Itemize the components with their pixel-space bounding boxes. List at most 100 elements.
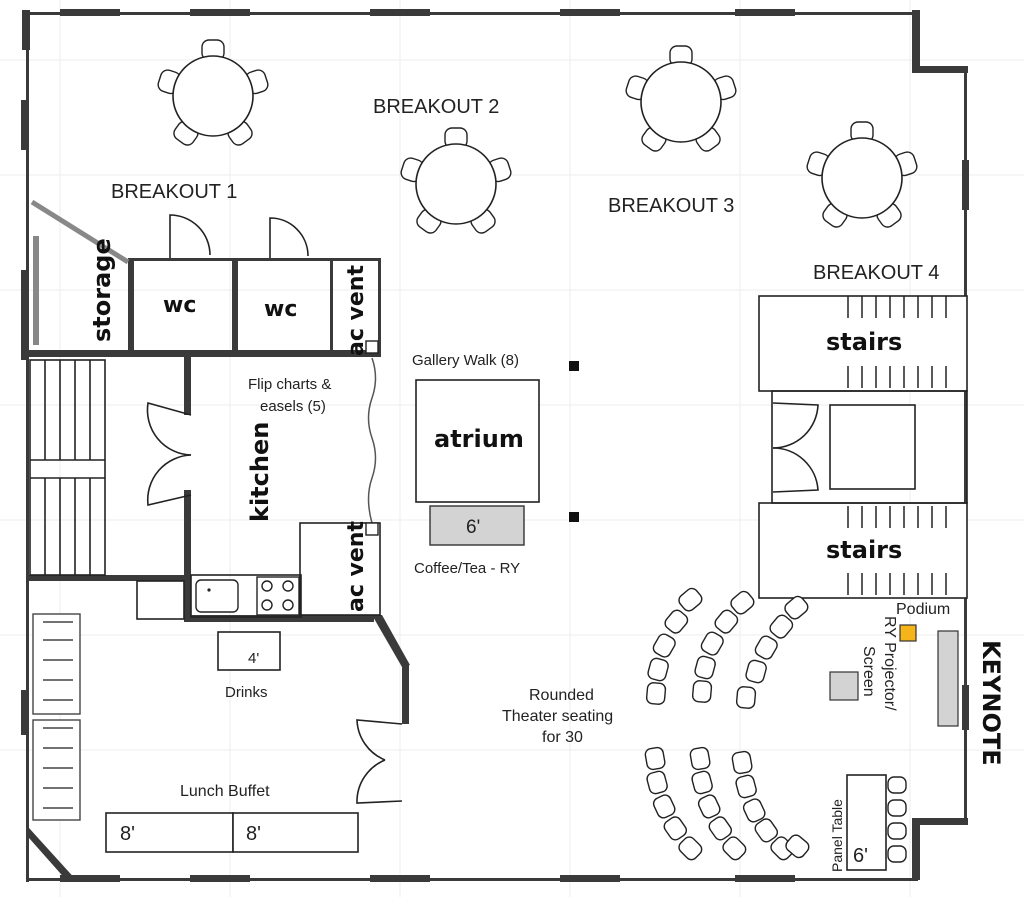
easel-marker: [569, 361, 579, 371]
keynote-label: KEYNOTE: [977, 640, 1005, 766]
round-table-top: [415, 143, 497, 225]
wc-2-label: wc: [264, 297, 297, 322]
chair: [691, 680, 713, 703]
left-staircase: [29, 359, 106, 576]
chair: [678, 836, 703, 861]
chair: [689, 746, 711, 771]
chair: [754, 818, 779, 843]
seat-row: [645, 587, 703, 705]
drinks-table: [217, 631, 281, 671]
round-table-top: [821, 137, 903, 219]
panel-table-size: 6': [853, 845, 868, 867]
theater-label-line2: Theater seating: [502, 708, 613, 725]
flip-charts-label-line2: easels (5): [260, 398, 326, 415]
gallery-walk-label: Gallery Walk (8): [412, 352, 519, 369]
lunch-buffet-label: Lunch Buffet: [180, 783, 270, 800]
stove: [256, 576, 300, 616]
kitchen-area: kitchen ac vent: [146, 357, 381, 618]
chair: [730, 590, 755, 615]
seat-row: [735, 595, 809, 709]
chair: [735, 686, 757, 709]
chair: [887, 799, 907, 817]
theater-seating: [644, 587, 810, 861]
seat-row: [691, 590, 755, 703]
chair: [697, 794, 721, 819]
chair: [742, 798, 766, 823]
chair: [646, 770, 668, 795]
kitchen-label: kitchen: [246, 422, 274, 522]
flip-charts-label-line1: Flip charts &: [248, 376, 331, 393]
chair: [731, 750, 753, 775]
chair: [691, 770, 713, 795]
round-table: [625, 45, 737, 152]
chair: [663, 816, 688, 841]
round-table: [400, 127, 512, 234]
drinks-table-size: 4': [248, 650, 259, 667]
chair: [745, 659, 767, 684]
ac-vent-bottom-label: ac vent: [344, 521, 369, 612]
chair: [714, 609, 739, 634]
round-table: [806, 121, 918, 228]
buffet-table-2-size: 8': [246, 823, 261, 845]
projector-label-line2: Screen: [860, 646, 877, 697]
wc-1-label: wc: [163, 293, 196, 318]
chair: [645, 682, 667, 705]
chair: [785, 834, 810, 859]
chair: [700, 631, 724, 656]
round-tables: [157, 39, 918, 234]
seat-row: [731, 750, 810, 861]
round-table-top: [172, 55, 254, 137]
chair: [754, 635, 778, 660]
chair: [887, 822, 907, 840]
atrium-label: atrium: [434, 425, 524, 453]
ac-vent-top-label: ac vent: [344, 265, 369, 356]
outer-walls: [21, 9, 969, 882]
chair: [887, 845, 907, 863]
atrium: [415, 379, 540, 503]
panel-table-label: Panel Table: [829, 799, 845, 872]
chair: [735, 774, 757, 799]
breakout-4-label: BREAKOUT 4: [813, 262, 939, 284]
panel-table: [846, 774, 887, 871]
theater-label-line3: for 30: [542, 729, 583, 746]
chair: [784, 595, 809, 620]
panel-table-chairs: [887, 776, 907, 863]
storage-label: storage: [88, 238, 116, 342]
wc-rooms: wc wc ac vent: [163, 214, 379, 356]
coffee-table: [429, 505, 525, 546]
chair: [647, 657, 669, 682]
chair: [769, 614, 794, 639]
chair: [887, 776, 907, 794]
projector: [829, 671, 859, 701]
interior-walls: [26, 258, 410, 724]
chair: [678, 587, 703, 612]
screen: [937, 630, 959, 727]
chair: [644, 746, 666, 771]
easel-marker: [569, 512, 579, 522]
right-staircase: stairs stairs: [758, 295, 968, 599]
podium: [899, 624, 917, 642]
drinks-label: Drinks: [225, 684, 268, 701]
chair: [694, 655, 716, 680]
storage-area: storage: [30, 199, 130, 345]
chair: [652, 633, 676, 658]
chair: [664, 609, 689, 634]
buffet-table-1: [105, 812, 234, 853]
coffee-tea-label: Coffee/Tea - RY: [414, 560, 520, 577]
breakout-3-label: BREAKOUT 3: [608, 195, 734, 217]
round-table-top: [640, 61, 722, 143]
buffet-table-2: [232, 812, 359, 853]
projector-label-line1: RY Projector/: [881, 616, 898, 711]
stairs-bottom-label: stairs: [826, 536, 902, 564]
stairs-top-label: stairs: [826, 328, 902, 356]
seat-row: [644, 746, 703, 861]
breakout-2-label: BREAKOUT 2: [373, 96, 499, 118]
buffet-table-1-size: 8': [120, 823, 135, 845]
lunch-area-furniture: [32, 613, 81, 821]
breakout-1-label: BREAKOUT 1: [111, 181, 237, 203]
chair: [652, 794, 676, 819]
round-table: [157, 39, 269, 146]
chair: [722, 836, 747, 861]
coffee-table-size: 6': [466, 517, 480, 538]
